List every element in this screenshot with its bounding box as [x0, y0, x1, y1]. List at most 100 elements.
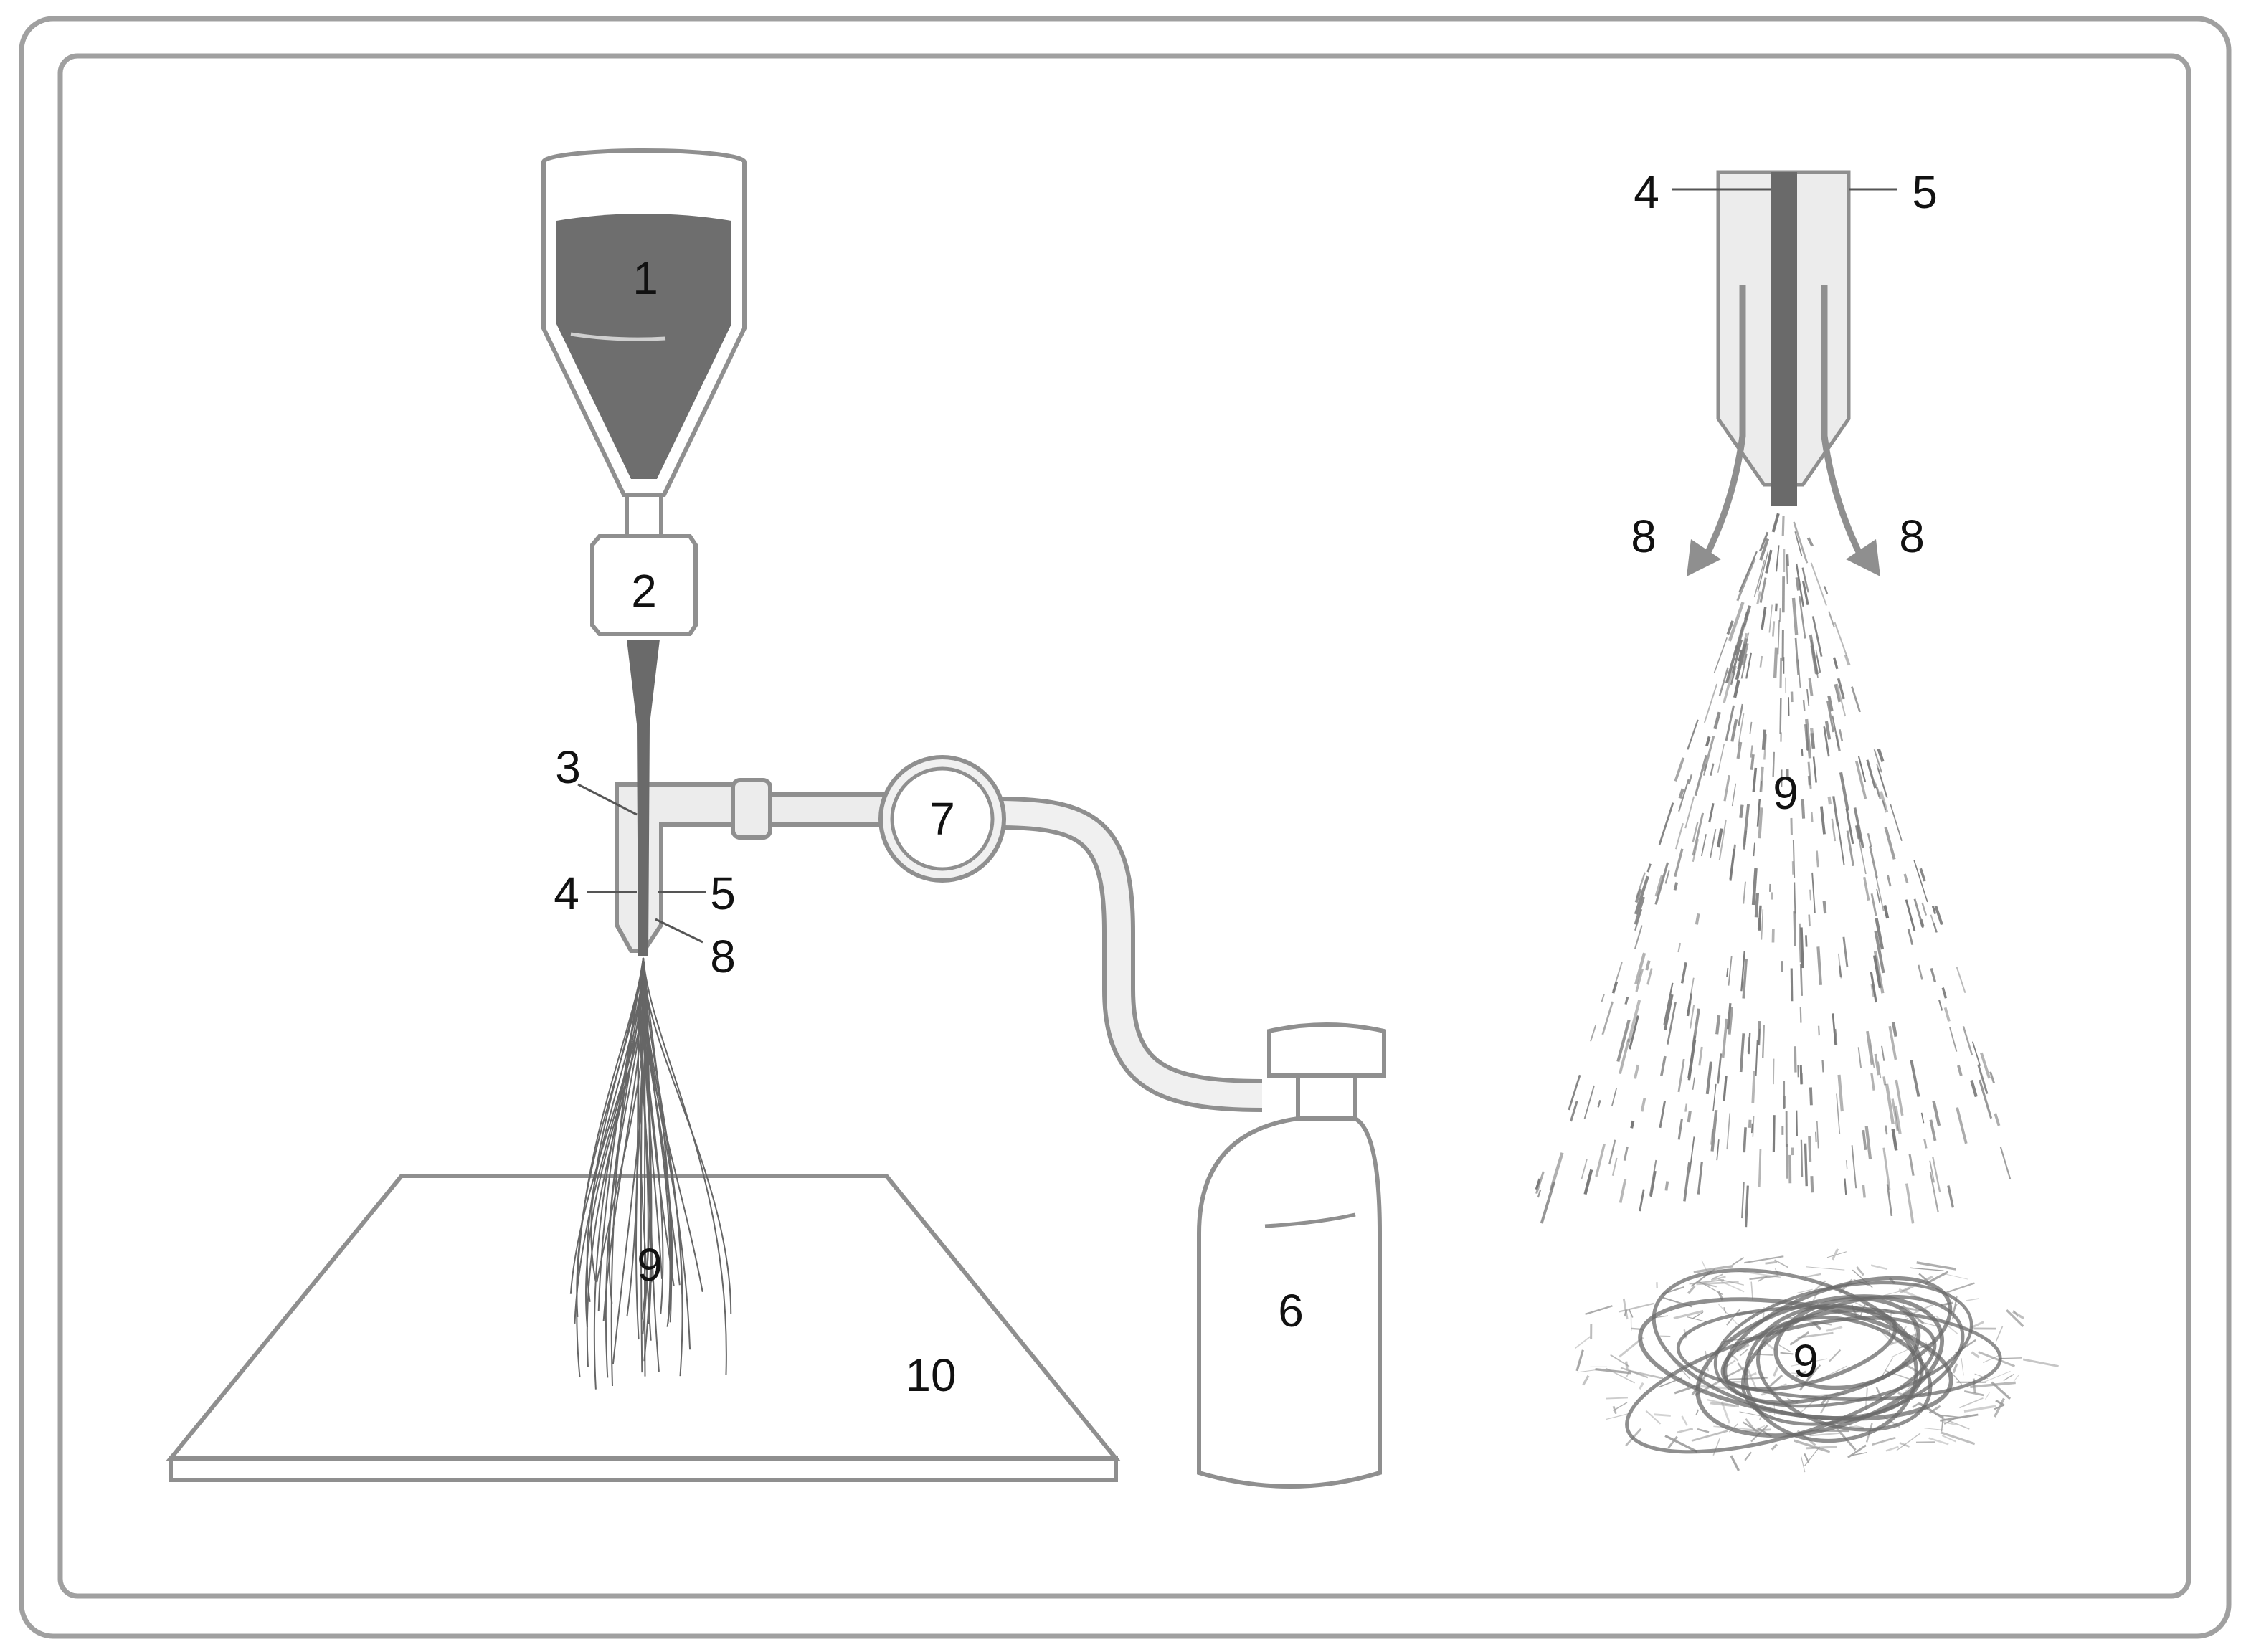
spray-fiber	[1678, 779, 1690, 812]
spray-fiber	[1705, 1061, 1712, 1095]
spray-fiber	[1801, 567, 1807, 586]
spray-fiber	[1749, 721, 1753, 734]
spray-fiber	[1793, 521, 1809, 564]
mat-fiber	[1654, 1413, 1671, 1417]
spray-fiber	[1870, 893, 1877, 916]
mat-fiber	[1676, 1428, 1694, 1434]
spray-fiber	[1832, 796, 1839, 827]
mat-fiber	[1723, 1307, 1727, 1314]
mat-fiber	[1585, 1305, 1613, 1315]
spray-fiber	[1828, 611, 1835, 628]
spray-fiber	[1883, 905, 1890, 919]
mat-fiber	[1794, 1439, 1831, 1453]
spray-fiber	[1692, 812, 1705, 856]
spray-fiber	[1802, 581, 1809, 605]
inner-needle	[627, 640, 660, 956]
mat-fiber	[1870, 1264, 1888, 1271]
mat-fiber	[1941, 1415, 1944, 1432]
spray-fiber	[1677, 1119, 1683, 1140]
spray-fiber	[1875, 875, 1885, 912]
spray-fiber	[1873, 951, 1885, 994]
spray-fiber	[1757, 551, 1769, 592]
spray-fiber	[1877, 1061, 1882, 1079]
spray-fiber	[1674, 757, 1685, 782]
spray-fiber	[1989, 1071, 1995, 1083]
spray-fiber	[1790, 968, 1794, 1002]
spray-fiber	[1839, 728, 1844, 742]
spray-fiber	[1807, 761, 1812, 789]
spray-fiber	[1894, 1106, 1902, 1134]
spray-fiber	[1678, 788, 1684, 799]
label-feed-capillary: 3	[555, 741, 581, 793]
spray-fiber	[1762, 1025, 1766, 1058]
fiber-mat	[1574, 1248, 2059, 1473]
spray-fiber	[1888, 1025, 1897, 1060]
spray-fiber	[1658, 802, 1674, 845]
spray-fiber	[1601, 994, 1605, 1002]
mat-fiber	[1826, 1326, 1843, 1332]
spray-fiber	[1794, 637, 1800, 675]
detail-inner-needle	[1771, 172, 1797, 506]
spray-fiber	[1731, 783, 1737, 807]
spray-fiber	[1581, 1159, 1588, 1179]
spray-fiber	[1999, 1147, 2012, 1179]
spray-fiber	[1794, 1046, 1797, 1073]
mat-fiber	[1910, 1267, 1944, 1271]
spray-fiber	[1867, 832, 1872, 848]
mat-fiber	[1809, 1432, 1840, 1437]
spray-fiber	[1822, 901, 1827, 914]
mat-fiber	[1726, 1309, 1740, 1326]
spray-fiber	[1757, 1020, 1761, 1046]
spray-fiber	[1806, 688, 1810, 706]
spray-fiber	[1765, 549, 1773, 574]
spray-fiber	[1687, 1111, 1692, 1123]
spray-fiber	[1725, 705, 1735, 741]
mat-fiber	[1732, 1256, 1745, 1266]
pressure-gauge	[878, 755, 1006, 883]
mat-fiber	[1691, 1430, 1728, 1442]
spray-fiber	[1713, 711, 1721, 730]
mat-fiber	[1959, 1397, 1984, 1409]
mat-fiber	[1707, 1399, 1735, 1407]
spray-fiber	[1619, 1179, 1627, 1203]
spray-fiber	[1800, 927, 1804, 969]
spray-fiber	[1583, 1169, 1593, 1195]
mat-fiber	[1765, 1261, 1778, 1265]
mat-fiber	[1896, 1433, 1921, 1451]
spray-fiber	[1929, 1119, 1937, 1141]
spray-fiber	[1799, 595, 1806, 639]
mat-fiber	[1831, 1248, 1839, 1261]
spray-fiber	[1905, 899, 1916, 931]
spray-fiber	[1753, 842, 1755, 857]
spray-fiber	[1680, 962, 1687, 984]
spray-fiber	[1739, 804, 1744, 818]
mat-fiber	[1918, 1273, 1928, 1282]
mat-fiber	[2013, 1374, 2020, 1382]
mat-fiber	[1928, 1405, 1941, 1414]
spray-fiber	[1834, 622, 1848, 657]
spray-fiber	[1801, 799, 1806, 819]
spray-fiber	[1808, 678, 1814, 697]
detail-label-fibers: 9	[1773, 767, 1799, 819]
spray-fiber	[1885, 1083, 1895, 1125]
mat-fiber	[1595, 1368, 1631, 1375]
mat-fiber	[1712, 1273, 1723, 1280]
spray-fiber	[1736, 741, 1743, 759]
spray-fiber	[1870, 1073, 1875, 1091]
spray-fiber	[1710, 1109, 1718, 1152]
spray-fiber	[1920, 1112, 1925, 1124]
spray-fiber	[1717, 828, 1723, 848]
spray-fiber	[1692, 1077, 1695, 1090]
mat-fiber	[1901, 1385, 1913, 1396]
mat-fiber	[1771, 1443, 1778, 1451]
mat-fiber	[1693, 1265, 1733, 1273]
spray-fiber	[1728, 602, 1745, 642]
label-air-flow: 8	[710, 931, 736, 982]
spray-fiber	[1772, 1115, 1776, 1152]
mat-fiber	[1963, 1405, 1996, 1413]
spray-fiber	[1821, 1060, 1824, 1073]
spray-fiber	[1932, 1157, 1941, 1192]
spray-fiber	[1801, 749, 1804, 756]
spray-fiber	[1957, 1065, 1963, 1076]
spray-fiber	[1664, 1181, 1669, 1191]
